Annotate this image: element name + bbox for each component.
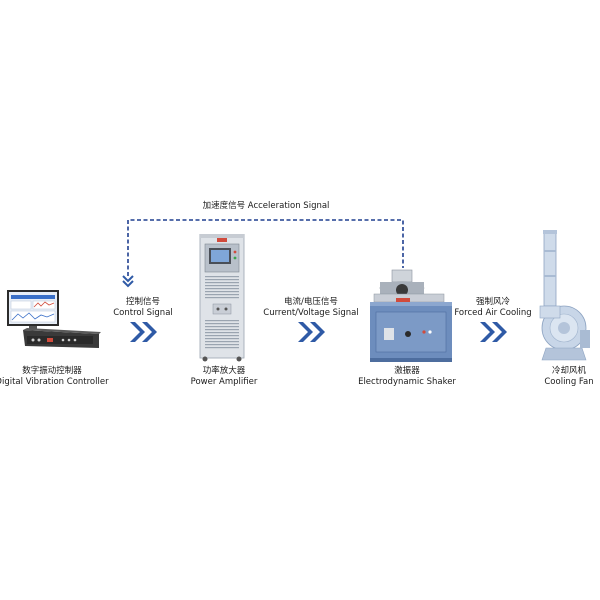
power-amplifier-device: [199, 234, 245, 362]
shaker-label: 激振器 Electrodynamic Shaker: [358, 366, 456, 387]
control-signal-label: 控制信号 Control Signal: [113, 297, 173, 318]
control-signal-arrow-icon: [128, 320, 162, 344]
shaker-device: [366, 268, 456, 364]
vibration-controller-device: [3, 290, 103, 352]
feedback-label: 加速度信号 Acceleration Signal: [202, 201, 330, 211]
current-voltage-arrow-icon: [296, 320, 330, 344]
cooling-fan-device: [530, 230, 592, 364]
forced-air-cooling-arrow-icon: [478, 320, 512, 344]
cooling-fan-label: 冷却风机 Cooling Fan: [544, 366, 594, 387]
power-amplifier-label: 功率放大器 Power Amplifier: [190, 366, 258, 387]
vibration-controller-label: 数字振动控制器 Digital Vibration Controller: [0, 366, 109, 387]
current-voltage-signal-label: 电流/电压信号 Current/Voltage Signal: [263, 297, 359, 318]
forced-air-cooling-label: 强制风冷 Forced Air Cooling: [454, 297, 532, 318]
